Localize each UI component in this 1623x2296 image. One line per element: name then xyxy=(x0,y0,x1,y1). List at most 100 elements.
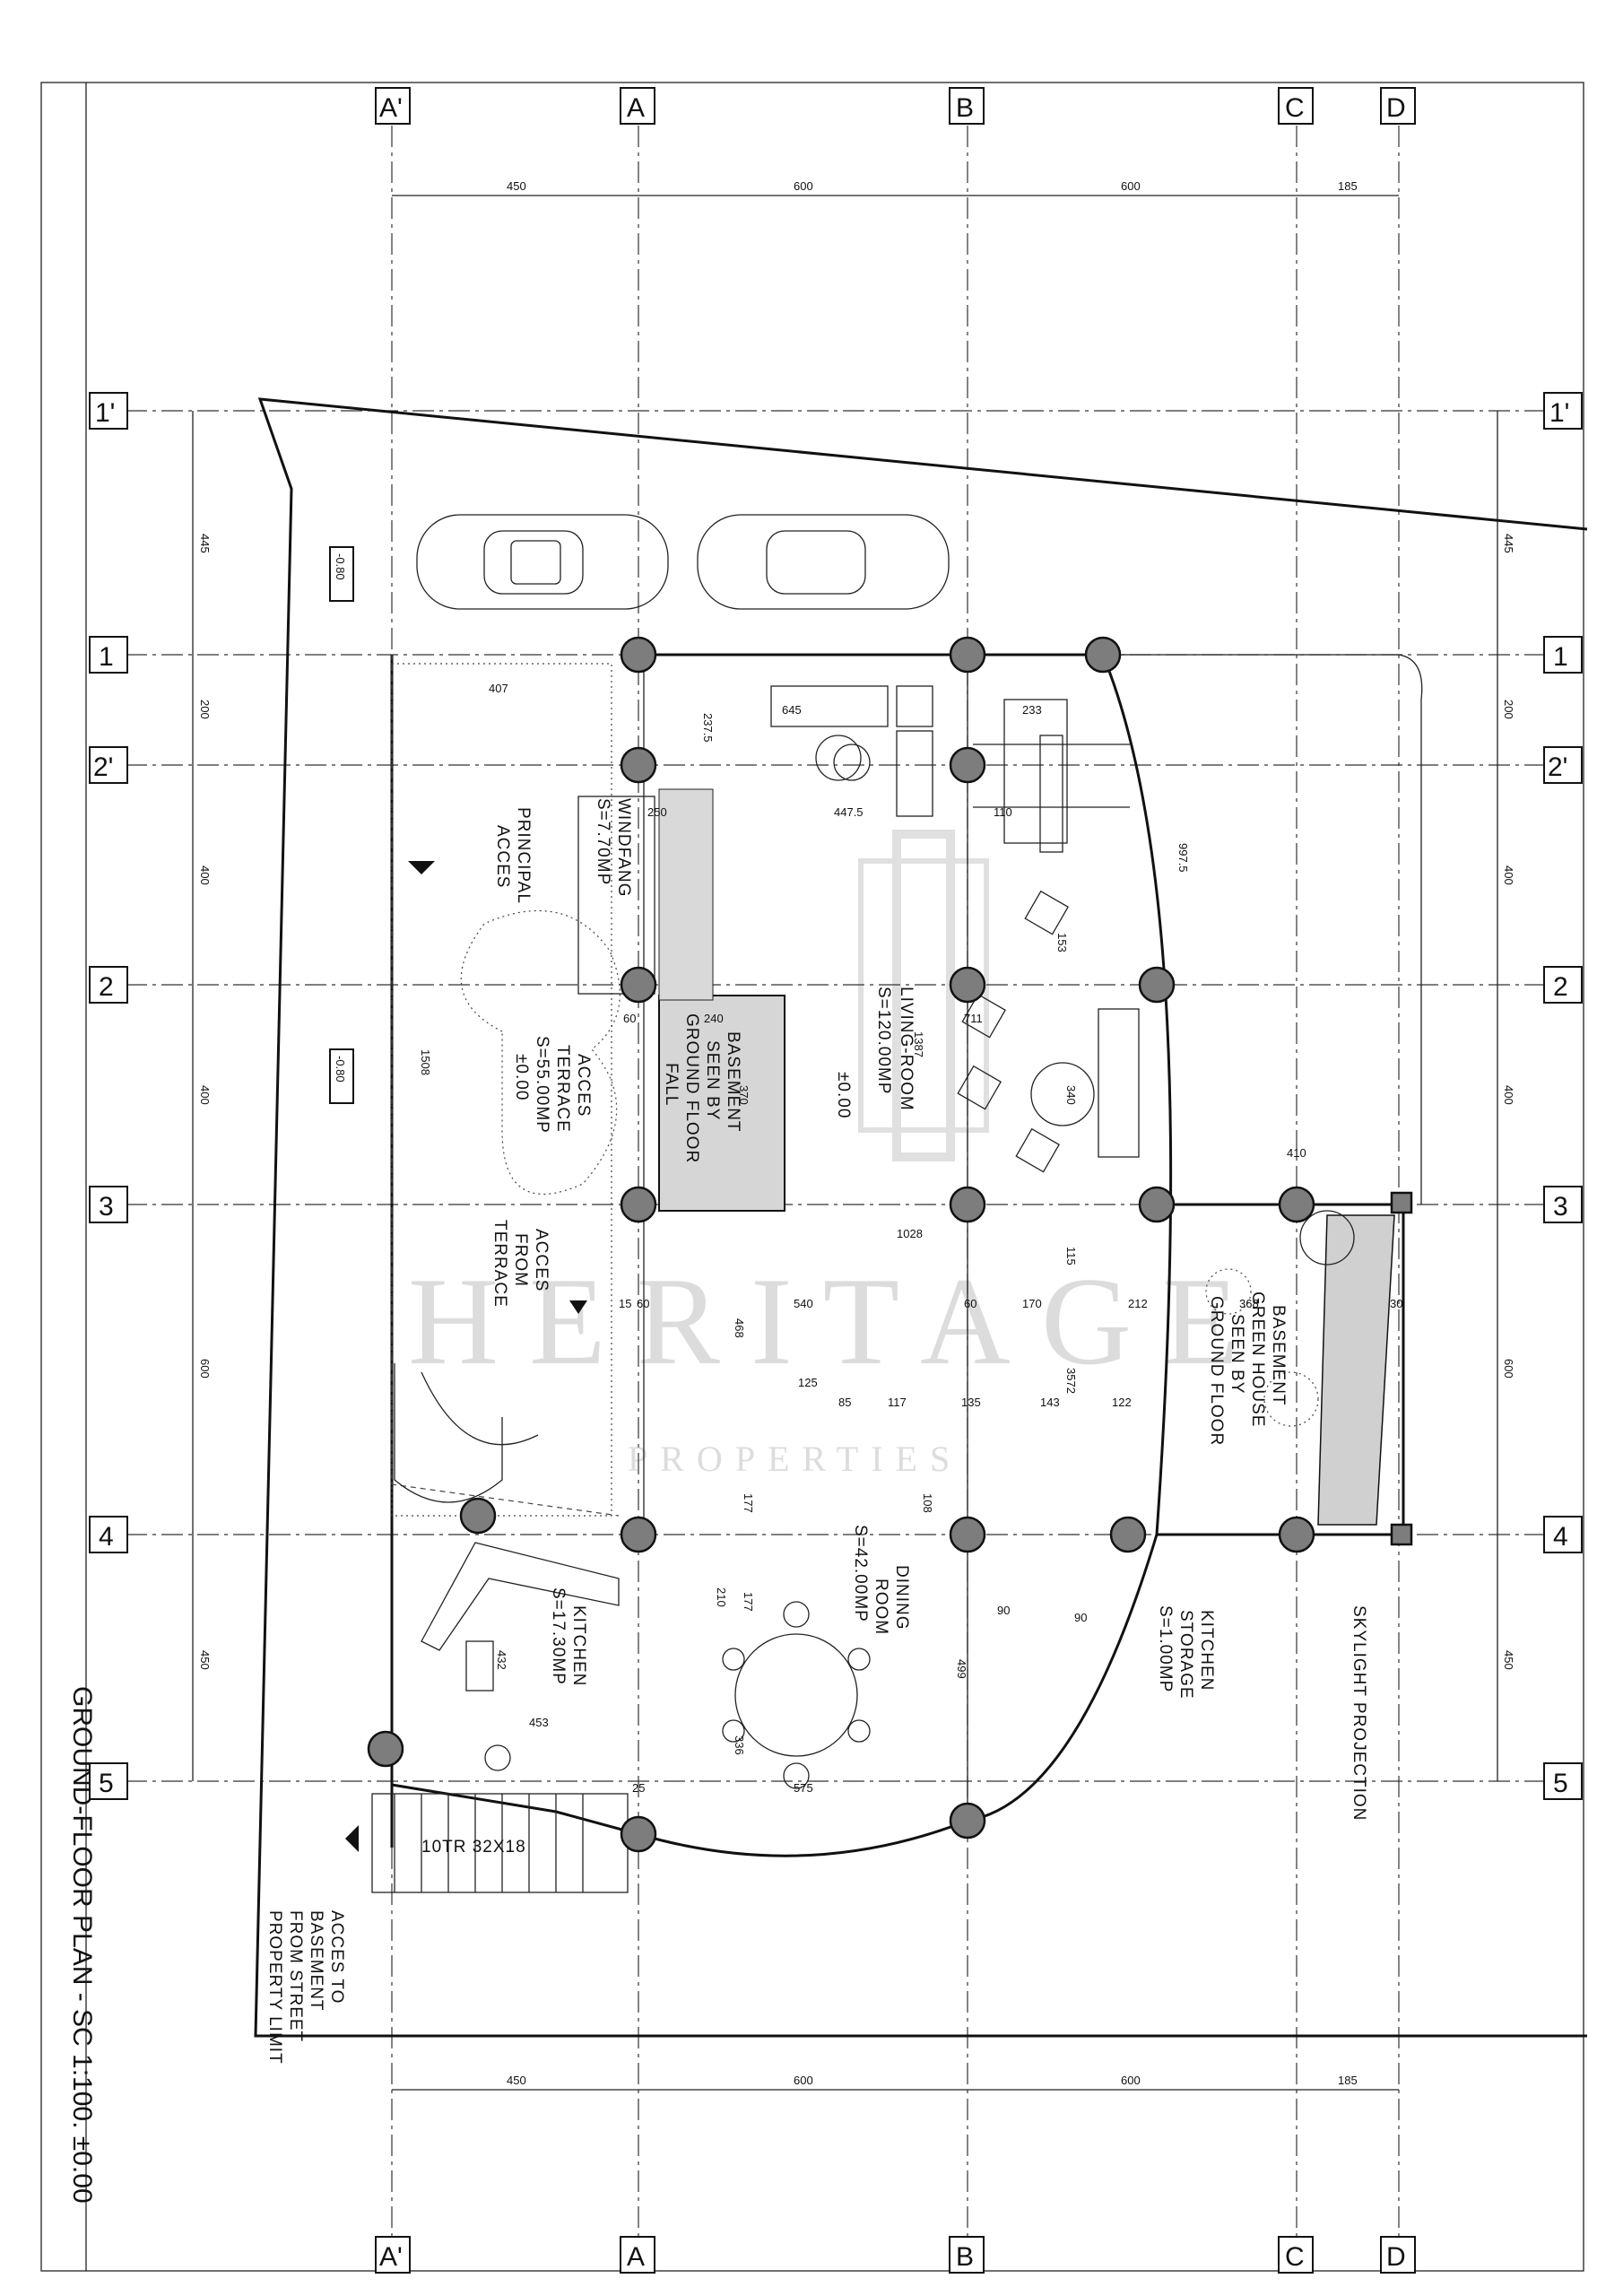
row-spacing: 400 xyxy=(1502,1085,1515,1105)
grid-row-label: 2 xyxy=(99,972,114,1002)
basement-fall-l1: BASEMENT xyxy=(724,1031,742,1133)
living-room-area: S=120.00MP xyxy=(874,987,893,1094)
grid-row-label: 1 xyxy=(99,642,114,672)
dining-name-2: ROOM xyxy=(872,1578,890,1635)
dimension-lines xyxy=(192,195,1498,2091)
grid-row-label: 4 xyxy=(99,1522,114,1552)
col-spacing: 450 xyxy=(507,179,526,193)
basement-access-1: ACCES TO xyxy=(327,1910,346,2004)
grid-bubbles-left: 1' 1 2' 2 3 4 5 xyxy=(89,392,128,1800)
dim-label: 645 xyxy=(782,703,802,717)
acces-from-terrace-3: TERRACE xyxy=(490,1220,509,1308)
dim-label: 177 xyxy=(742,1592,755,1612)
grid-row-label: 3 xyxy=(99,1192,114,1222)
grid-col-label: B xyxy=(956,93,974,123)
terrace-area: S=55.00MP xyxy=(533,1036,551,1134)
grid-row-label: 1' xyxy=(1549,398,1569,428)
spiral-stair xyxy=(394,1363,539,1503)
dim-label: 117 xyxy=(888,1396,907,1409)
basement-fall-l2: SEEN BY xyxy=(703,1040,722,1120)
dim-label: 468 xyxy=(733,1318,746,1338)
grid-row-label: 5 xyxy=(1553,1769,1568,1798)
grid-col-label: A xyxy=(627,93,645,123)
windfang-area xyxy=(577,788,714,1001)
living-room-level: ±0.00 xyxy=(834,1072,853,1118)
row-spacing: 200 xyxy=(1502,700,1515,719)
dim-label: 30 xyxy=(1390,1297,1402,1310)
dim-label: 143 xyxy=(1040,1396,1060,1409)
grid-col-label: D xyxy=(1386,2242,1406,2272)
greenhouse-l4: GROUND FLOOR xyxy=(1207,1296,1226,1446)
basement-fall-area xyxy=(658,995,785,1212)
dim-label: 997.5 xyxy=(1176,843,1190,873)
dim-label: 711 xyxy=(964,1012,983,1025)
column-axes xyxy=(391,126,1400,2242)
grid-row-label: 2' xyxy=(93,752,113,782)
row-spacing: 445 xyxy=(1502,534,1515,553)
structural-columns xyxy=(367,636,1413,1853)
property-limit-label: PROPERTY LIMIT xyxy=(265,1910,284,2065)
terrace-level: ±0.00 xyxy=(512,1054,531,1100)
row-spacing: 445 xyxy=(198,534,212,553)
dim-label: 1028 xyxy=(897,1227,923,1240)
interior-dimensions: 407 645 233 237.5 250 447.5 110 997.5 15… xyxy=(419,682,1402,1795)
row-spacing: 200 xyxy=(198,700,212,719)
grid-row-label: 1' xyxy=(95,398,115,428)
row-spacing: 400 xyxy=(198,1085,212,1105)
grid-row-label: 5 xyxy=(99,1769,114,1798)
dim-label: 1387 xyxy=(912,1031,925,1057)
main-stairs xyxy=(973,699,1130,853)
windfang-area-label: S=7.70MP xyxy=(594,798,612,885)
grid-bubbles-right: 1' 1 2' 2 3 4 5 xyxy=(1543,392,1583,1800)
principal-acces-label: ACCES xyxy=(493,825,512,888)
grid-bubbles-bottom: A' A B C D xyxy=(375,2236,1416,2274)
dim-label: 237.5 xyxy=(701,713,715,743)
row-spacing: 400 xyxy=(1502,865,1515,885)
dim-label: 368 xyxy=(1239,1297,1259,1310)
col-spacing: 185 xyxy=(1338,2074,1358,2087)
dim-label: 60 xyxy=(637,1297,649,1310)
dim-label: 177 xyxy=(742,1493,755,1513)
dim-label: 125 xyxy=(798,1376,818,1389)
dim-label: 575 xyxy=(794,1781,813,1795)
dim-label: 250 xyxy=(647,805,667,819)
dim-label: 447.5 xyxy=(834,805,864,819)
dim-label: 170 xyxy=(1022,1297,1042,1310)
stairs-label: 10TR 32X18 xyxy=(421,1838,526,1857)
basement-fall-l3: GROUND FLOOR xyxy=(682,1013,701,1163)
dim-label: 407 xyxy=(489,682,508,695)
windfang-name: WINDFANG xyxy=(614,798,633,897)
principal-label: PRINCIPAL xyxy=(514,807,533,904)
dining-area: S=42.00MP xyxy=(851,1525,870,1622)
dim-label: 108 xyxy=(921,1493,934,1513)
dim-label: 453 xyxy=(529,1716,549,1729)
watermark: HERITAGE PROPERTIES xyxy=(408,830,1239,1479)
dim-label: 212 xyxy=(1128,1297,1148,1310)
storage-area: S=1.00MP xyxy=(1156,1605,1175,1692)
storage-name-1: KITCHEN xyxy=(1197,1610,1216,1691)
grid-col-label: C xyxy=(1285,93,1305,123)
grid-bubbles-top: A' A B C D xyxy=(375,87,1416,125)
dim-label: 85 xyxy=(838,1396,851,1409)
dim-label: 210 xyxy=(715,1587,728,1607)
dim-label: 3572 xyxy=(1064,1368,1078,1394)
terrace-name-1: ACCES xyxy=(574,1054,593,1117)
grid-col-label: A xyxy=(627,2242,645,2272)
dim-label: 90 xyxy=(997,1604,1010,1617)
dining-table xyxy=(722,1601,871,1789)
dim-label: 370 xyxy=(737,1085,751,1105)
basement-access-3: FROM STREET xyxy=(286,1910,305,2042)
dim-label: 135 xyxy=(961,1396,981,1409)
acces-from-terrace-2: FROM xyxy=(511,1233,530,1287)
greenhouse-l2: GREEN HOUSE xyxy=(1248,1292,1267,1427)
grid-col-label: A' xyxy=(379,2242,403,2272)
row-spacing: 450 xyxy=(198,1650,212,1670)
dim-label: 1508 xyxy=(419,1049,432,1075)
dim-label: 15 xyxy=(619,1297,631,1310)
terrace-name-2: TERRACE xyxy=(553,1045,572,1133)
row-spacing: 450 xyxy=(1502,1650,1515,1670)
dim-label: 540 xyxy=(794,1297,813,1310)
dim-label: 122 xyxy=(1112,1396,1132,1409)
direction-arrow-icon xyxy=(408,861,435,874)
direction-arrow-icon xyxy=(345,1825,359,1852)
